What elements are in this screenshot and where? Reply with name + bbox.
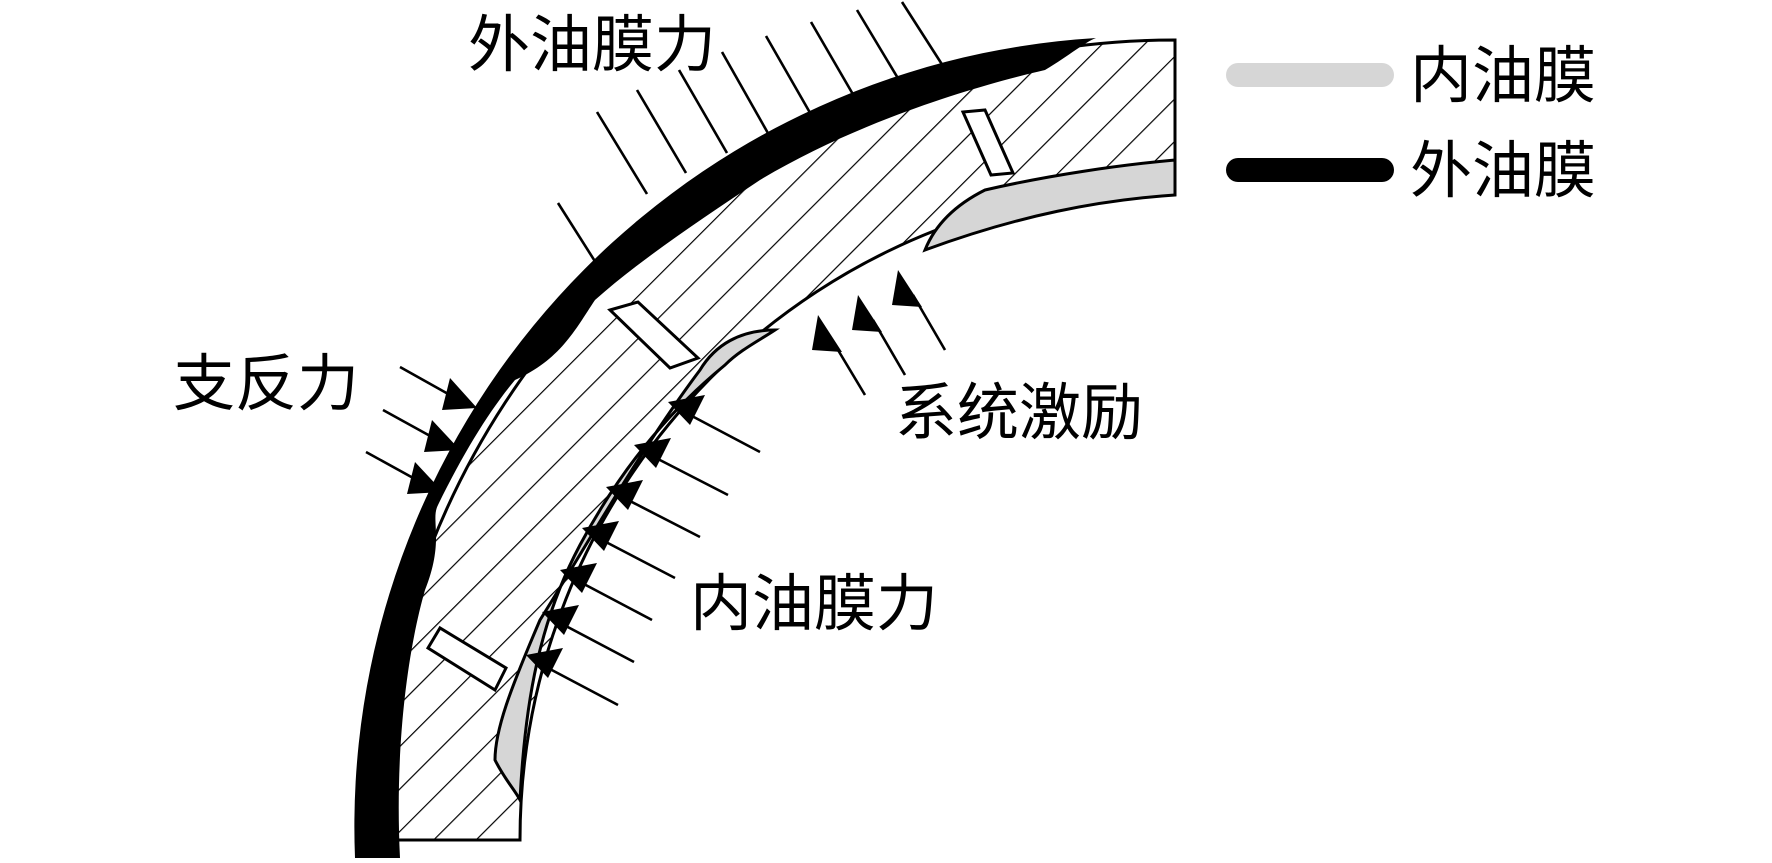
inner-film-force-arrows <box>526 395 761 707</box>
inner-oil-film-lower <box>493 328 780 806</box>
outer-film-force-label: 外油膜力 <box>468 8 716 81</box>
legend-label-inner-oil-film: 内油膜 <box>1410 39 1596 112</box>
legend: 内油膜 外油膜 <box>1226 39 1596 207</box>
outer-film-force-lines <box>556 1 954 286</box>
inner-film-force-label: 内油膜力 <box>690 567 938 640</box>
inner-oil-film-upper <box>922 158 1177 253</box>
oil-hole-bottom <box>425 625 508 693</box>
oil-hole-top <box>960 108 1016 177</box>
outer-oil-film-band <box>354 38 1097 858</box>
support-reaction-force-label: 支反力 <box>173 347 359 420</box>
legend-label-outer-oil-film: 外油膜 <box>1410 134 1596 207</box>
system-excitation-arrows <box>812 270 947 396</box>
oil-hole-middle <box>607 300 701 370</box>
system-excitation-label: 系统激励 <box>895 376 1143 449</box>
support-reaction-arrows <box>365 365 477 494</box>
